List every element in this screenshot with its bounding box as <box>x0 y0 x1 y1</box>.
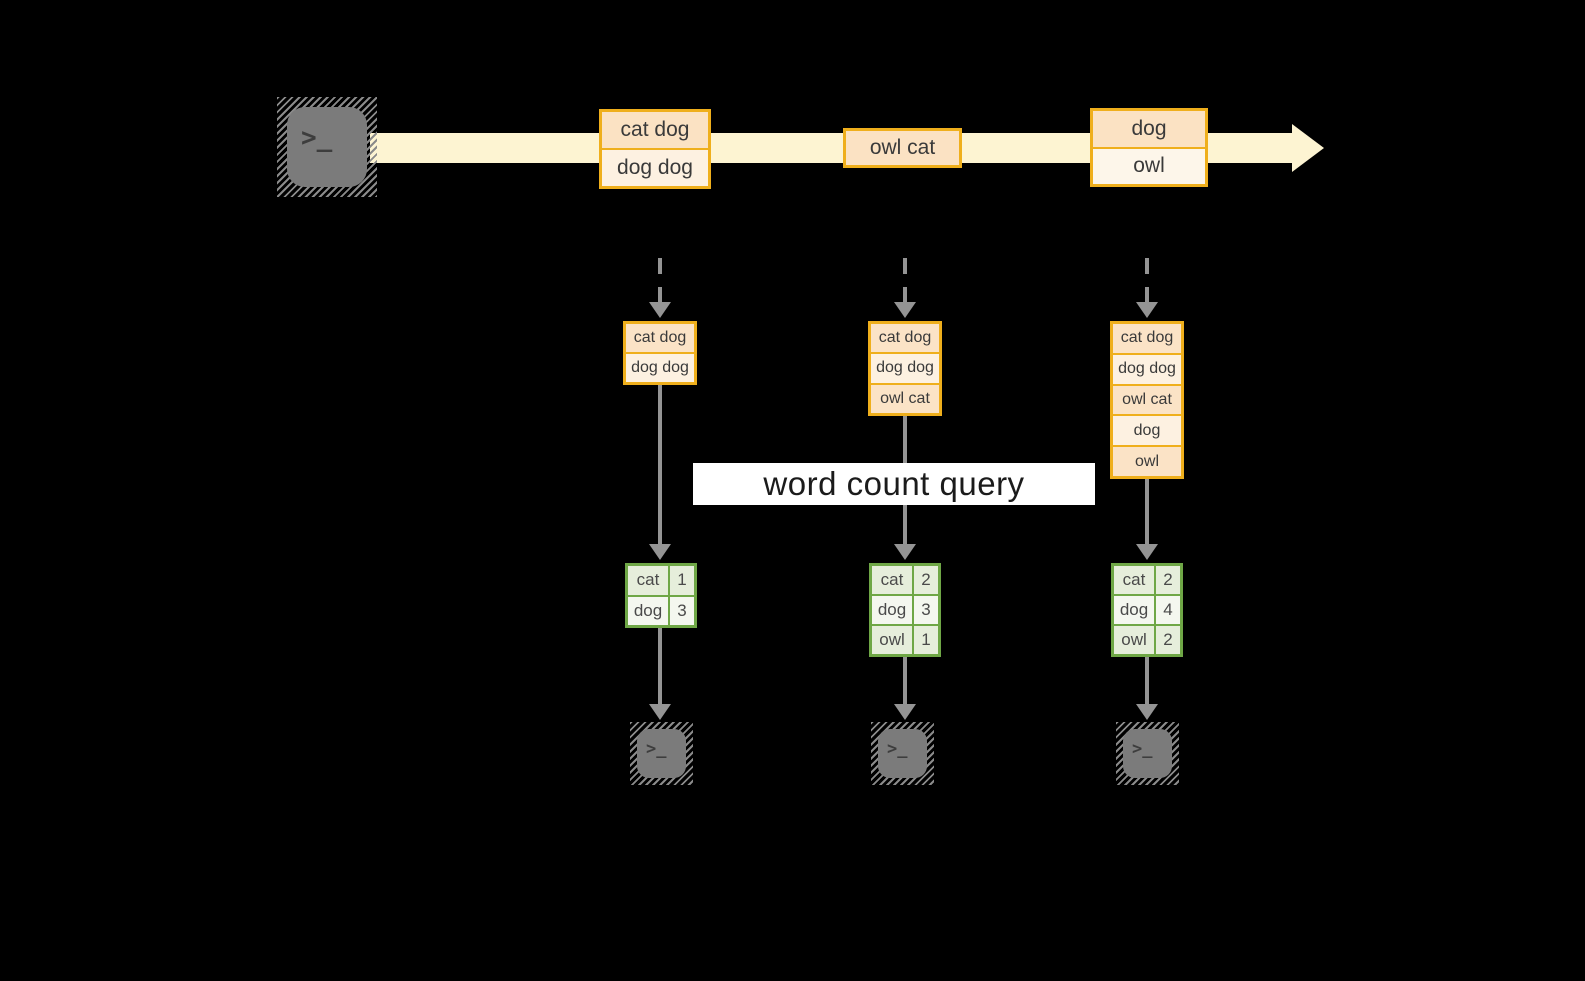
count-table-1: cat 1 dog 3 <box>625 563 697 628</box>
terminal-body: >_ <box>878 729 927 778</box>
count-table-2: cat 2 dog 3 owl 1 <box>869 563 941 657</box>
count-word: owl <box>1114 626 1154 654</box>
terminal-prompt-glyph: >_ <box>1132 739 1153 759</box>
terminal-body: >_ <box>287 107 367 187</box>
arrowhead-icon <box>1136 704 1158 720</box>
accumulated-record: dog dog <box>871 352 939 383</box>
count-word: dog <box>1114 596 1154 624</box>
accumulated-record: dog dog <box>626 352 694 382</box>
dashed-arrow-line <box>658 258 662 302</box>
accumulated-record: owl cat <box>871 382 939 413</box>
accumulated-record: owl <box>1113 445 1181 476</box>
count-value: 2 <box>914 566 938 594</box>
accumulated-records-2: cat dog dog dog owl cat <box>868 321 942 416</box>
stream-record: owl cat <box>846 131 959 165</box>
stream-record: dog dog <box>602 148 708 186</box>
accumulated-records-3: cat dog dog dog owl cat dog owl <box>1110 321 1184 479</box>
terminal-source-icon: >_ <box>277 97 377 197</box>
count-word: owl <box>872 626 912 654</box>
arrow-line <box>1145 657 1149 704</box>
accumulated-record: cat dog <box>871 324 939 353</box>
terminal-prompt-glyph: >_ <box>887 739 908 759</box>
count-value: 1 <box>914 626 938 654</box>
stream-batch-2: owl cat <box>843 128 962 168</box>
arrowhead-icon <box>894 544 916 560</box>
word-count-query-box: word count query <box>693 463 1095 505</box>
terminal-prompt-glyph: >_ <box>301 123 333 153</box>
arrow-line <box>658 628 662 704</box>
terminal-sink-icon-3: >_ <box>1116 722 1179 785</box>
count-word: cat <box>1114 566 1154 594</box>
stream-arrowhead-icon <box>1292 124 1324 172</box>
dashed-arrow-line <box>903 258 907 302</box>
terminal-prompt-glyph: >_ <box>646 739 667 759</box>
stream-batch-1: cat dog dog dog <box>599 109 711 189</box>
stream-record: dog <box>1093 111 1205 147</box>
arrowhead-icon <box>894 302 916 318</box>
accumulated-records-1: cat dog dog dog <box>623 321 697 385</box>
accumulated-record: cat dog <box>626 324 694 352</box>
terminal-body: >_ <box>637 729 686 778</box>
arrowhead-icon <box>649 544 671 560</box>
count-word: cat <box>872 566 912 594</box>
arrowhead-icon <box>1136 302 1158 318</box>
count-word: dog <box>872 596 912 624</box>
count-value: 4 <box>1156 596 1180 624</box>
count-value: 3 <box>670 596 694 625</box>
accumulated-record: cat dog <box>1113 324 1181 353</box>
count-value: 2 <box>1156 626 1180 654</box>
accumulated-record: dog <box>1113 414 1181 446</box>
count-value: 2 <box>1156 566 1180 594</box>
dashed-arrow-line <box>1145 258 1149 302</box>
count-word: dog <box>628 596 668 625</box>
terminal-body: >_ <box>1123 729 1172 778</box>
stream-batch-3: dog owl <box>1090 108 1208 187</box>
count-table-3: cat 2 dog 4 owl 2 <box>1111 563 1183 657</box>
arrow-line <box>658 385 662 544</box>
terminal-sink-icon-2: >_ <box>871 722 934 785</box>
stream-record: cat dog <box>602 112 708 148</box>
arrow-line <box>1145 479 1149 544</box>
terminal-sink-icon-1: >_ <box>630 722 693 785</box>
accumulated-record: dog dog <box>1113 352 1181 384</box>
query-label: word count query <box>763 465 1025 502</box>
accumulated-record: owl cat <box>1113 383 1181 415</box>
count-value: 1 <box>670 566 694 595</box>
count-word: cat <box>628 566 668 595</box>
arrowhead-icon <box>894 704 916 720</box>
arrowhead-icon <box>649 704 671 720</box>
arrowhead-icon <box>649 302 671 318</box>
count-value: 3 <box>914 596 938 624</box>
arrow-line <box>903 657 907 704</box>
stream-record: owl <box>1093 146 1205 184</box>
arrowhead-icon <box>1136 544 1158 560</box>
